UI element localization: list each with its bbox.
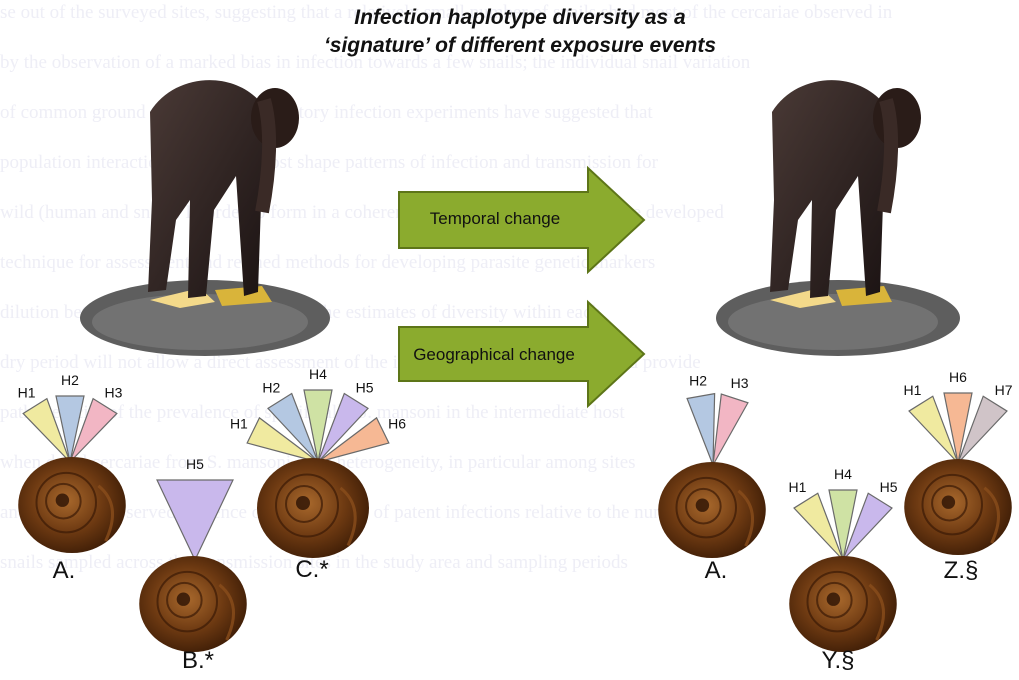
haplotype-label-left-c-h1: H1 — [230, 415, 248, 431]
snail-right-y-icon — [789, 556, 897, 652]
haplotype-label-left-a-h3: H3 — [105, 384, 123, 400]
snail-right-a-icon — [658, 462, 766, 558]
haplotype-label-right-y-h4: H4 — [834, 466, 852, 482]
haplotype-wedge-right-a-h3 — [713, 394, 748, 465]
snail-right-y-label: Y.§ — [822, 647, 855, 674]
snail-right-z-label: Z.§ — [944, 557, 979, 584]
snail-left-a-icon — [18, 457, 126, 553]
haplotype-label-left-c-h5: H5 — [356, 379, 374, 395]
snail-left-b-icon — [139, 556, 247, 652]
haplotype-label-left-a-h2: H2 — [61, 372, 79, 388]
haplotype-label-right-a-h3: H3 — [731, 375, 749, 391]
haplotype-label-left-c-h6: H6 — [388, 415, 406, 431]
person-in-water-left — [80, 80, 330, 356]
haplotype-label-right-y-h1: H1 — [788, 479, 806, 495]
snail-left-b-label: B.* — [182, 647, 214, 674]
arrow-geographical-change: Geographical change — [399, 302, 644, 406]
snail-right-z-icon — [904, 459, 1012, 555]
arrow-temporal-change: Temporal change — [399, 168, 644, 272]
haplotype-wedge-right-a-h2 — [687, 394, 715, 465]
snail-left-a-label: A. — [53, 557, 76, 584]
haplotype-label-left-c-h2: H2 — [262, 379, 280, 395]
haplotype-wedge-left-b-h5 — [157, 480, 233, 560]
snail-right-a-label: A. — [705, 557, 728, 584]
haplotype-label-right-y-h5: H5 — [880, 479, 898, 495]
person-in-water-right — [716, 80, 960, 356]
haplotype-label-left-c-h4: H4 — [309, 366, 327, 382]
haplotype-label-right-z-h1: H1 — [903, 382, 921, 398]
snail-left-c-label: C.* — [295, 556, 328, 583]
arrow-geographical-label: Geographical change — [413, 345, 575, 364]
snail-left-c-icon — [257, 458, 369, 558]
haplotype-label-right-z-h7: H7 — [995, 382, 1013, 398]
haplotype-label-right-z-h6: H6 — [949, 369, 967, 385]
haplotype-label-left-a-h1: H1 — [18, 384, 36, 400]
haplotype-label-left-b-h5: H5 — [186, 456, 204, 472]
haplotype-label-right-a-h2: H2 — [689, 372, 707, 388]
arrow-temporal-label: Temporal change — [430, 209, 560, 228]
